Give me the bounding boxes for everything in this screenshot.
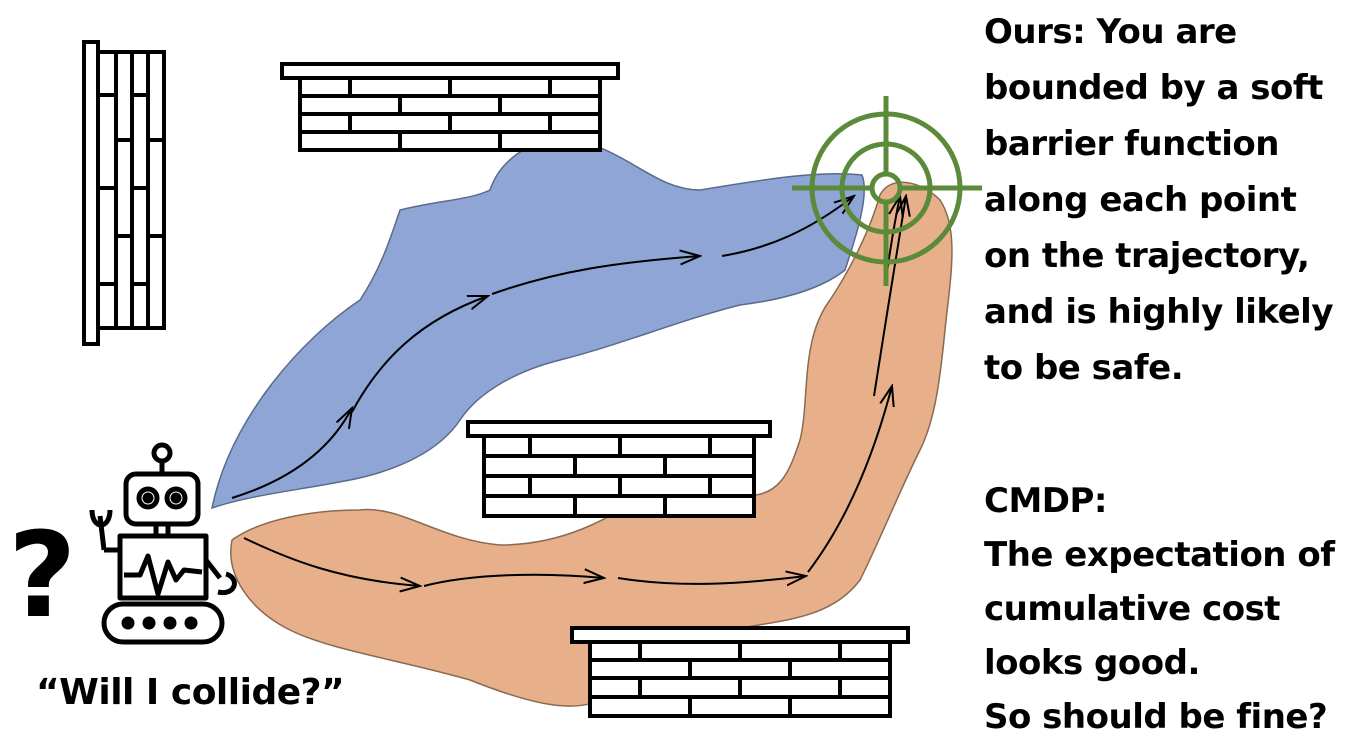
ours-caption-line: on the trajectory, bbox=[984, 236, 1310, 276]
question-mark-icon: ? bbox=[8, 506, 77, 644]
orange-cmdp-region bbox=[230, 181, 953, 707]
cmdp-caption-line: looks good. bbox=[984, 643, 1200, 683]
ours-caption: Ours: You are bounded by a soft barrier … bbox=[984, 4, 1346, 396]
ours-caption-line: barrier function bbox=[984, 124, 1279, 164]
blue-safe-region bbox=[211, 139, 866, 510]
ours-caption-line: along each point bbox=[984, 180, 1297, 220]
cmdp-caption: CMDP: The expectation of cumulative cost… bbox=[984, 474, 1346, 744]
ours-caption-line: and is highly likely bbox=[984, 292, 1334, 332]
brick-wall-icon bbox=[466, 420, 772, 518]
blue-trajectory bbox=[231, 196, 854, 499]
cmdp-caption-line: So should be fine? bbox=[984, 697, 1328, 737]
brick-wall-icon bbox=[82, 40, 166, 346]
ours-caption-line: to be safe. bbox=[984, 348, 1184, 388]
orange-trajectory bbox=[243, 196, 906, 586]
robot-quote: “Will I collide?” bbox=[36, 672, 345, 713]
brick-wall-icon bbox=[570, 626, 910, 718]
ours-caption-line: Ours: You are bbox=[984, 12, 1237, 52]
robot-icon bbox=[89, 442, 237, 645]
cmdp-caption-line: cumulative cost bbox=[984, 589, 1281, 629]
ours-caption-line: bounded by a soft bbox=[984, 68, 1323, 108]
target-crosshair-icon bbox=[792, 96, 982, 286]
cmdp-caption-line: The expectation of bbox=[984, 535, 1335, 575]
brick-wall-icon bbox=[280, 62, 620, 152]
cmdp-caption-line: CMDP: bbox=[984, 481, 1108, 521]
